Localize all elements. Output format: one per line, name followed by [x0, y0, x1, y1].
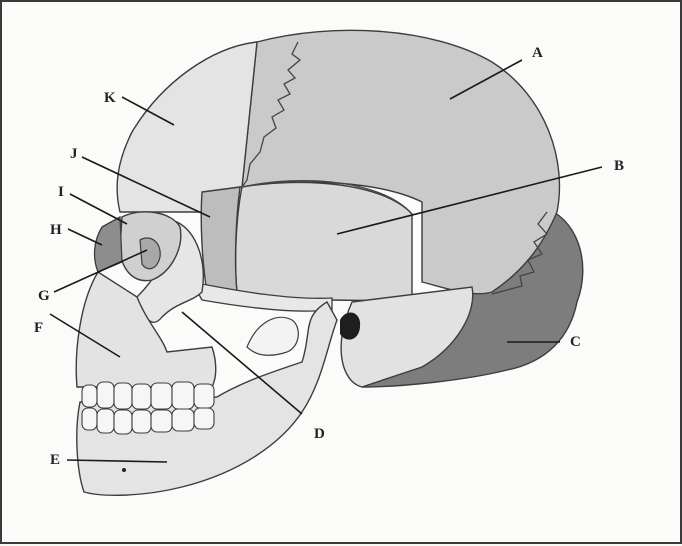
- label-J: J: [70, 146, 78, 162]
- coronoid-process: [247, 317, 298, 355]
- lacrimal-bone: [140, 238, 160, 269]
- frontal-bone: [117, 42, 257, 212]
- label-K: K: [104, 90, 116, 106]
- label-D: D: [314, 426, 325, 442]
- label-A: A: [532, 45, 543, 61]
- sphenoid-bone: [201, 187, 240, 292]
- label-C: C: [570, 334, 581, 350]
- label-B: B: [614, 158, 624, 174]
- label-H: H: [50, 222, 62, 238]
- label-E: E: [50, 452, 60, 468]
- label-F: F: [34, 320, 43, 336]
- label-I: I: [58, 184, 64, 200]
- label-G: G: [38, 288, 50, 304]
- mental-foramen: [122, 468, 126, 472]
- temporal-bone: [236, 182, 412, 300]
